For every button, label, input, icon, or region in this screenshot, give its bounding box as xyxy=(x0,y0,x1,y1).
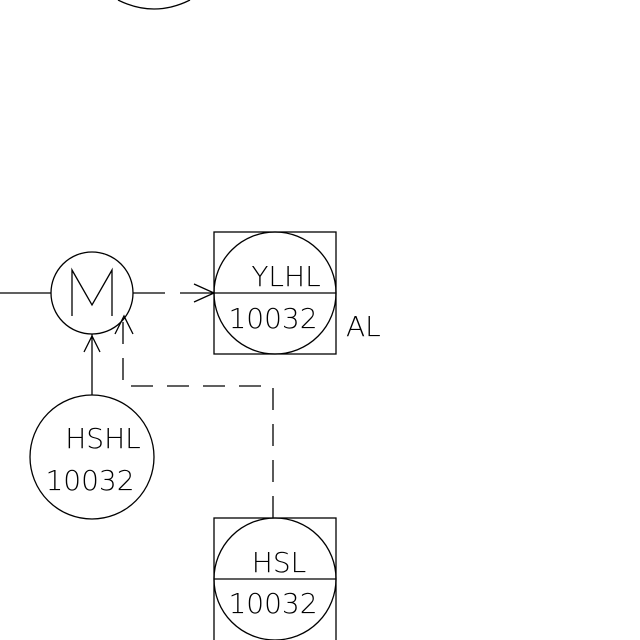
hsl-number: 10032 xyxy=(228,587,317,620)
hsl-instrument: HSL 10032 xyxy=(213,517,337,640)
ylhl-number: 10032 xyxy=(228,302,317,335)
hshl-instrument: HSHL 10032 xyxy=(29,394,155,520)
alarm-note: AL xyxy=(346,310,381,343)
hsl-tag: HSL xyxy=(252,546,306,579)
partial-instrument-bubble xyxy=(117,0,191,10)
arrow-hshl-to-motor xyxy=(83,334,101,353)
hshl-number: 10032 xyxy=(45,464,134,497)
hshl-tag: HSHL xyxy=(65,422,140,455)
motor-m-glyph xyxy=(71,267,113,316)
ylhl-instrument: YLHL 10032 xyxy=(213,231,337,355)
ylhl-tag: YLHL xyxy=(251,260,320,293)
arrow-hsl-to-motor xyxy=(114,314,134,335)
